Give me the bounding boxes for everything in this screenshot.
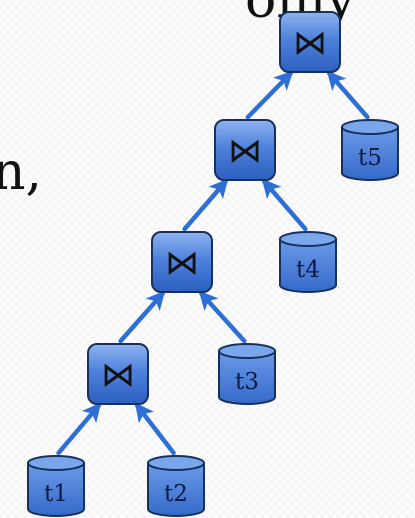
table-node-t1: t1 <box>27 455 85 517</box>
edge-j2-to-j1 <box>245 70 294 120</box>
join-symbol-icon: ⋈ <box>165 243 199 283</box>
table-label-t4: t4 <box>296 257 320 283</box>
table-label-t1: t1 <box>44 481 68 507</box>
slide-text-fragment-middle: n, <box>0 142 43 202</box>
edge-t2-to-j4 <box>134 402 176 456</box>
table-label-t2: t2 <box>164 481 188 507</box>
join-symbol-icon: ⋈ <box>293 23 327 63</box>
join-node-j2: ⋈ <box>214 119 276 181</box>
table-node-t2: t2 <box>147 455 205 517</box>
table-node-t5: t5 <box>341 119 399 181</box>
edge-j4-to-j3 <box>118 290 166 344</box>
table-label-t3: t3 <box>235 369 259 395</box>
join-node-j1: ⋈ <box>279 11 341 73</box>
table-node-t3: t3 <box>218 343 276 405</box>
edge-j3-to-j2 <box>182 178 229 232</box>
table-node-t4: t4 <box>279 231 337 293</box>
join-symbol-icon: ⋈ <box>101 355 135 395</box>
join-node-j4: ⋈ <box>87 343 149 405</box>
edge-t5-to-j1 <box>326 70 370 120</box>
join-symbol-icon: ⋈ <box>228 131 262 171</box>
edge-t3-to-j3 <box>198 290 247 344</box>
table-label-t5: t5 <box>358 145 382 171</box>
edge-t4-to-j2 <box>261 178 308 232</box>
join-node-j3: ⋈ <box>151 231 213 293</box>
edge-t1-to-j4 <box>56 402 102 456</box>
